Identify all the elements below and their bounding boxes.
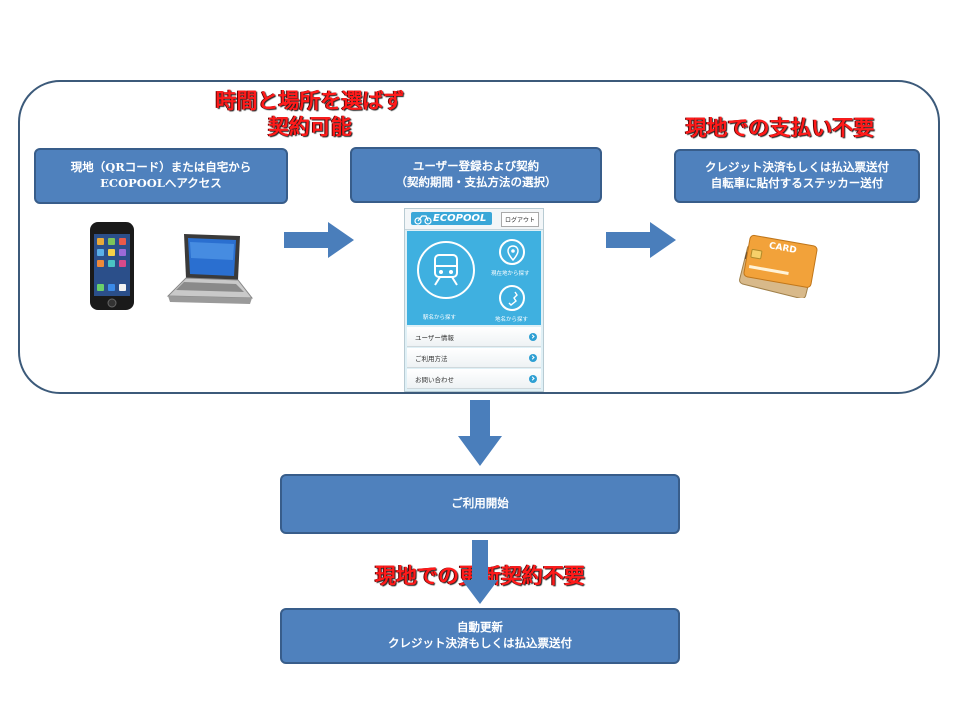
menu-item-how-to-use[interactable]: ご利用方法	[407, 348, 541, 368]
step-access-box: 現地（QRコード）または自宅から ECOPOOLへアクセス	[34, 148, 288, 204]
search-by-station-button[interactable]	[417, 241, 475, 299]
step-renewal-line1: 自動更新	[457, 620, 503, 635]
process-group-frame	[18, 80, 940, 394]
logout-button[interactable]: ログアウト	[501, 212, 539, 227]
app-screen-mockup: ECOPOOL ログアウト 駅名から探す 現在地から探す	[404, 208, 544, 392]
step-payment-line2: 自転車に貼付するステッカー送付	[710, 176, 884, 190]
headline-no-payment: 現地での支払い不要	[685, 116, 875, 140]
chevron-right-icon	[529, 333, 537, 341]
chevron-right-icon	[529, 354, 537, 362]
search-by-station-label: 駅名から探す	[423, 315, 457, 321]
search-by-current-location-button[interactable]	[499, 239, 525, 265]
arrow-right-icon-2	[606, 222, 676, 258]
laptop-icon	[166, 234, 254, 304]
location-pin-icon	[507, 245, 519, 261]
card-label: CARD	[768, 241, 797, 256]
menu-item-contact[interactable]: お問い合わせ	[407, 369, 541, 389]
bicycle-icon	[414, 215, 432, 225]
step-renewal-box: 自動更新 クレジット決済もしくは払込票送付	[280, 608, 680, 664]
chevron-right-icon	[529, 375, 537, 383]
step-payment-line1: クレジット決済もしくは払込票送付	[705, 160, 889, 175]
arrow-down-icon-2	[462, 540, 498, 604]
arrow-down-icon-1	[458, 400, 502, 466]
headline-anytime-line2: 契約可能	[268, 115, 352, 139]
step-register-line2: （契約期間・支払方法の選択）	[395, 175, 557, 189]
headline-anytime: 時間と場所を選ばず 契約可能	[180, 88, 440, 140]
step-access-line2: ECOPOOLへアクセス	[100, 176, 222, 190]
step-start-box: ご利用開始	[280, 474, 680, 534]
arrow-right-icon-1	[284, 222, 354, 258]
step-payment-box: クレジット決済もしくは払込票送付 自転車に貼付するステッカー送付	[674, 149, 920, 203]
step-renewal-line2: クレジット決済もしくは払込票送付	[388, 636, 572, 650]
menu-item-user-info-label: ユーザー情報	[415, 333, 454, 342]
app-header: ECOPOOL ログアウト	[405, 209, 543, 230]
headline-anytime-line1: 時間と場所を選ばず	[215, 89, 405, 113]
map-icon	[508, 291, 518, 306]
menu-item-user-info[interactable]: ユーザー情報	[407, 327, 541, 347]
step-register-box: ユーザー登録および契約 （契約期間・支払方法の選択）	[350, 147, 602, 203]
train-icon	[434, 254, 458, 286]
search-by-place-label: 地名から探す	[495, 317, 529, 323]
search-panel: 駅名から探す 現在地から探す 地名から探す	[407, 231, 541, 325]
search-by-place-button[interactable]	[499, 285, 525, 311]
menu-item-contact-label: お問い合わせ	[415, 375, 454, 384]
smartphone-icon	[90, 222, 134, 310]
credit-card-icon: CARD	[739, 234, 818, 298]
step-access-line1: 現地（QRコード）または自宅から	[70, 160, 252, 175]
search-by-current-location-label: 現在地から探す	[491, 271, 530, 277]
step-register-line1: ユーザー登録および契約	[412, 159, 540, 174]
menu-item-how-to-use-label: ご利用方法	[415, 354, 448, 363]
step-start-line1: ご利用開始	[451, 496, 509, 511]
